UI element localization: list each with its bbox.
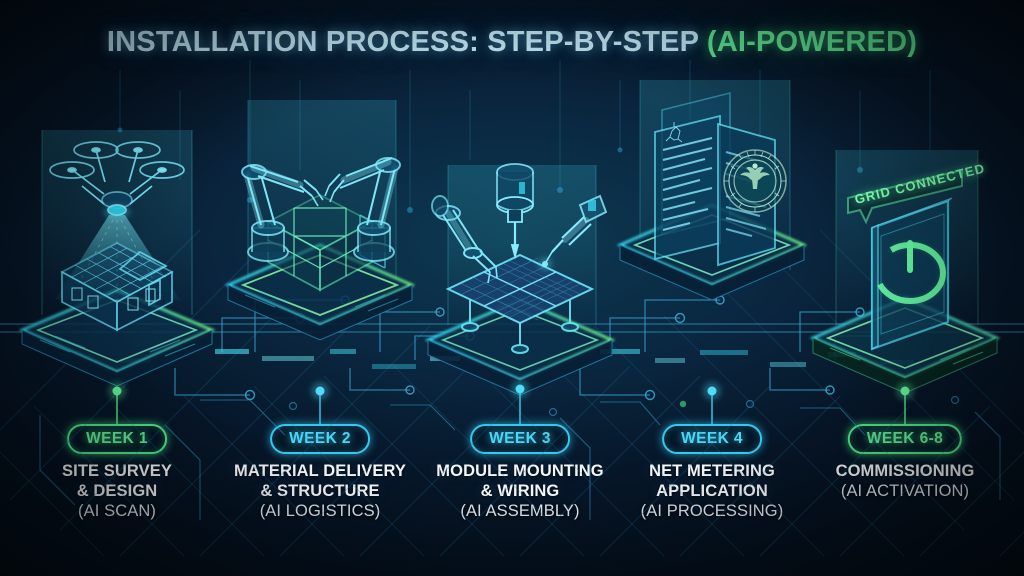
page-title: INSTALLATION PROCESS: STEP-BY-STEP (AI-P… xyxy=(0,26,1024,59)
scene-drone-scanning-house xyxy=(18,130,216,387)
scene-robot-arms-building-frame xyxy=(224,100,416,341)
scene-grid-connected-power-panel: GRID CONNECTED xyxy=(809,150,1001,394)
page-title-accent: (AI-POWERED) xyxy=(706,26,918,58)
scene-official-documents-with-seal xyxy=(616,80,808,301)
scene-solar-panel-assembly xyxy=(424,163,616,396)
page-title-main: INSTALLATION PROCESS: STEP-BY-STEP xyxy=(106,26,707,58)
government-seal-icon xyxy=(723,149,787,213)
document-icon xyxy=(654,114,721,261)
